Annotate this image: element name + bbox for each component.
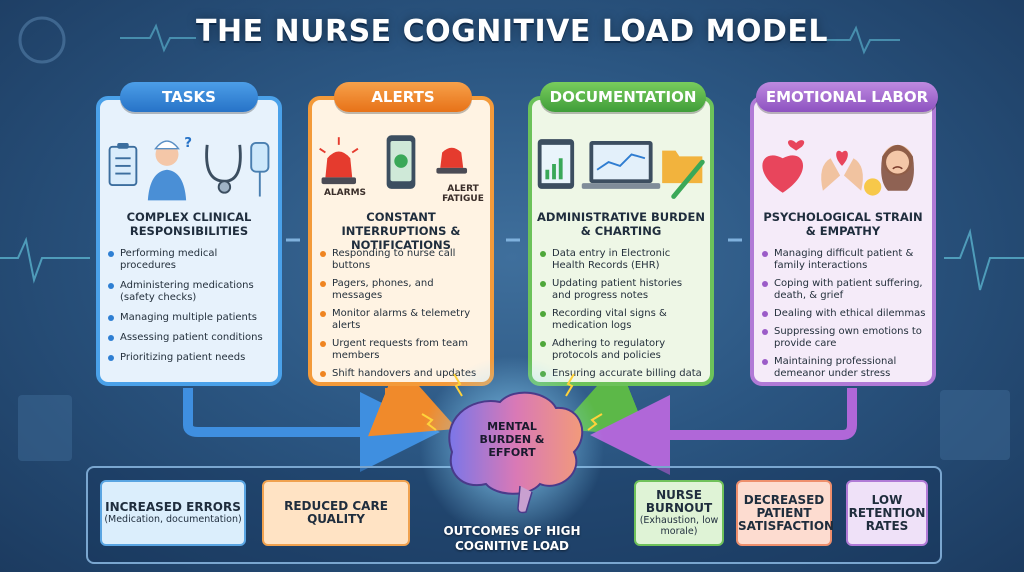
outcome-title: INCREASED ERRORS: [105, 500, 241, 514]
documentation-illustration: [537, 139, 705, 199]
list-item: Pagers, phones, and messages: [320, 278, 484, 302]
alerts-heading: CONSTANT INTERRUPTIONS & NOTIFICATIONS: [341, 210, 461, 252]
brain-icon: [448, 391, 584, 514]
outcome-nurse-burnout: NURSE BURNOUT (Exhaustion, low morale): [634, 480, 724, 546]
list-item: Maintaining professional demeanor under …: [762, 356, 926, 380]
alerts-list: Responding to nurse call buttons Pagers,…: [320, 248, 484, 386]
list-item: Monitor alarms & telemetry alerts: [320, 308, 484, 332]
heart-icon: [762, 140, 805, 193]
page-title: THE NURSE COGNITIVE LOAD MODEL: [196, 14, 828, 49]
clipboard-icon: [108, 142, 138, 187]
list-item: Managing multiple patients: [108, 312, 272, 324]
tab-emotional-labor: EMOTIONAL LABOR: [756, 82, 938, 112]
tab-alerts: ALERTS: [334, 82, 472, 112]
list-item: Managing difficult patient & family inte…: [762, 248, 926, 272]
emotional-labor-heading: PSYCHOLOGICAL STRAIN & EMPATHY: [763, 210, 923, 238]
tab-tasks: TASKS: [120, 82, 258, 112]
list-item: Dealing with ethical dilemmas: [762, 308, 926, 320]
outcome-decreased-satisfaction: DECREASED PATIENT SATISFACTION: [736, 480, 835, 546]
alert-fatigue-label: ALERT FATIGUE: [442, 184, 484, 204]
list-item: Prioritizing patient needs: [108, 352, 272, 364]
card-documentation: ADMINISTRATIVE BURDEN & CHARTING Data en…: [528, 96, 714, 386]
outcome-subtitle: (Exhaustion, low morale): [639, 515, 719, 537]
outcome-low-retention: LOW RETENTION RATES: [846, 480, 928, 546]
phone-icon: [386, 135, 416, 189]
documentation-heading: ADMINISTRATIVE BURDEN & CHARTING: [537, 210, 705, 238]
tablet-chart-icon: [537, 139, 575, 189]
pen-icon: [671, 159, 705, 199]
list-item: Suppressing own emotions to provide care: [762, 326, 926, 350]
svg-text:?: ?: [184, 136, 192, 151]
alert-fatigue-icon: [436, 147, 468, 174]
list-item: Adhering to regulatory protocols and pol…: [540, 338, 704, 362]
outcome-increased-errors: INCREASED ERRORS (Medication, documentat…: [100, 480, 246, 546]
tasks-list: Performing medical procedures Administer…: [108, 248, 272, 372]
list-item: Assessing patient conditions: [108, 332, 272, 344]
outcome-subtitle: (Medication, documentation): [104, 514, 242, 525]
outcome-title: LOW RETENTION RATES: [848, 492, 926, 533]
list-item: Administering medications (safety checks…: [108, 280, 272, 304]
outcome-reduced-care-quality: REDUCED CARE QUALITY: [262, 480, 410, 546]
documentation-list: Data entry in Electronic Health Records …: [540, 248, 704, 386]
list-item: Shift handovers and updates: [320, 368, 484, 380]
outcome-title: DECREASED PATIENT SATISFACTION: [738, 492, 835, 533]
list-item: Coping with patient suffering, death, & …: [762, 278, 926, 302]
alerts-illustration: [319, 135, 468, 189]
list-item: Recording vital signs & medication logs: [540, 308, 704, 332]
alarms-label: ALARMS: [323, 188, 367, 198]
stethoscope-icon: [205, 144, 242, 194]
alarm-light-icon: [319, 137, 359, 185]
emotional-illustration: [762, 140, 914, 196]
laptop-icon: [581, 141, 661, 189]
card-emotional-labor: PSYCHOLOGICAL STRAIN & EMPATHY Managing …: [750, 96, 936, 386]
outcomes-caption: OUTCOMES OF HIGH COGNITIVE LOAD: [443, 524, 581, 553]
iv-bag-icon: [250, 141, 270, 197]
emotional-labor-list: Managing difficult patient & family inte…: [762, 248, 926, 386]
outcome-title: REDUCED CARE QUALITY: [284, 499, 388, 526]
hands-icon: [821, 150, 863, 191]
outcome-title: NURSE BURNOUT: [645, 488, 713, 515]
list-item: Updating patient histories and progress …: [540, 278, 704, 302]
list-item: Urgent requests from team members: [320, 338, 484, 362]
tab-documentation: DOCUMENTATION: [540, 82, 706, 112]
tasks-illustration: ?: [108, 136, 270, 201]
list-item: Responding to nurse call buttons: [320, 248, 484, 272]
brain-label: MENTAL BURDEN & EFFORT: [479, 420, 545, 459]
list-item: Performing medical procedures: [108, 248, 272, 272]
nurse-icon: ?: [147, 136, 192, 201]
list-item: Data entry in Electronic Health Records …: [540, 248, 704, 272]
tasks-heading: COMPLEX CLINICAL RESPONSIBILITIES: [126, 210, 252, 238]
sad-face-icon: [864, 144, 914, 196]
